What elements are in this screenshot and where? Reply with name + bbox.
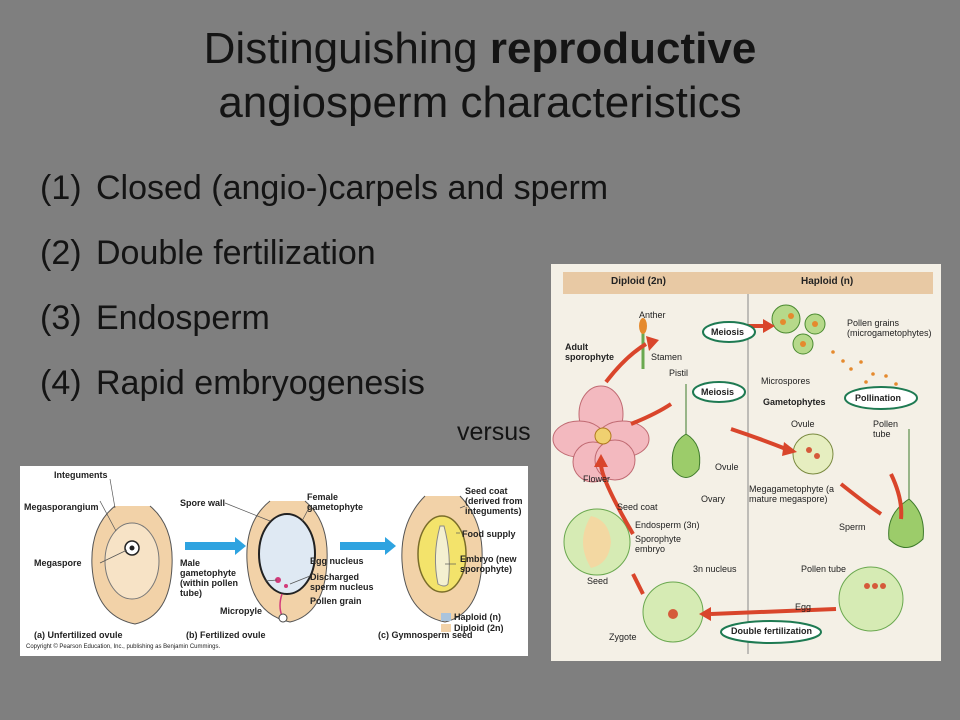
- label-stamen: Stamen: [651, 352, 683, 362]
- label-meiosis-1: Meiosis: [711, 327, 745, 337]
- bullet-text: Double fertilization: [96, 234, 376, 272]
- ovule-illustration: [91, 478, 483, 632]
- title-bold-word: reproductive: [489, 24, 757, 73]
- label-sperm: Sperm: [839, 522, 866, 532]
- bullet-text: Endosperm: [96, 299, 270, 337]
- label-integuments: Integuments: [54, 470, 108, 480]
- bullet-number: (3): [40, 299, 82, 337]
- label-discharged-sperm: Discharged sperm nucleus: [310, 572, 374, 592]
- bullet-item: (2) Double fertilization: [40, 233, 376, 273]
- label-pollination: Pollination: [855, 393, 901, 403]
- label-megasporangium: Megasporangium: [24, 502, 99, 512]
- life-cycle-illustration: [552, 272, 933, 654]
- caption-c: (c) Gymnosperm seed: [378, 630, 473, 640]
- label-3n-nucleus: 3n nucleus: [693, 564, 737, 574]
- bullet-number: (2): [40, 234, 82, 272]
- label-pollen-grain: Pollen grain: [310, 596, 362, 606]
- label-food-supply: Food supply: [462, 529, 516, 539]
- label-female-gametophyte: Female gametophyte: [307, 492, 364, 512]
- label-pollen-grains: Pollen grains (microgametophytes): [847, 318, 932, 338]
- title-line-1: Distinguishing reproductive: [0, 22, 960, 76]
- caption-b: (b) Fertilized ovule: [186, 630, 266, 640]
- legend-diploid: Diploid (2n): [454, 623, 504, 633]
- label-flower: Flower: [583, 474, 611, 484]
- label-micropyle: Micropyle: [220, 606, 263, 616]
- label-gametophytes: Gametophytes: [763, 397, 826, 407]
- label-ovary: Ovary: [701, 494, 726, 504]
- label-double-fertilization: Double fertilization: [731, 626, 812, 636]
- label-pistil: Pistil: [669, 368, 689, 378]
- label-spore-wall: Spore wall: [180, 498, 226, 508]
- copyright-text: Copyright © Pearson Education, Inc., pub…: [26, 644, 221, 650]
- label-microspores: Microspores: [761, 376, 811, 386]
- legend-haploid: Haploid (n): [454, 612, 501, 622]
- label-megagametophyte: Megagametophyte (a mature megaspore): [749, 484, 835, 504]
- bullet-text: Rapid embryogenesis: [96, 364, 425, 402]
- label-egg-nucleus: Egg nucleus: [310, 556, 364, 566]
- label-embryo: Embryo (new sporophyte): [460, 554, 517, 574]
- title-prefix: Distinguishing: [203, 24, 478, 73]
- bullet-number: (4): [40, 364, 82, 402]
- label-pollen-tube-2: Pollen tube: [801, 564, 847, 574]
- angiosperm-life-cycle-figure: Diploid (2n) Haploid (n) Anther Adult sp…: [551, 264, 941, 661]
- label-megaspore: Megaspore: [34, 558, 82, 568]
- bullet-text: Closed (angio-)carpels and sperm: [96, 169, 609, 207]
- label-zygote: Zygote: [609, 632, 637, 642]
- slide-title: Distinguishing reproductive angiosperm c…: [0, 22, 960, 130]
- label-male-gametophyte: Male gametophyte (within pollen tube): [180, 558, 238, 598]
- header-diploid: Diploid (2n): [611, 276, 666, 287]
- title-line-2: angiosperm characteristics: [218, 78, 742, 127]
- label-ovule-top: Ovule: [791, 419, 815, 429]
- label-anther: Anther: [639, 310, 666, 320]
- label-adult-sporophyte: Adult sporophyte: [565, 342, 615, 362]
- label-seed-coat-angio: Seed coat: [617, 502, 658, 512]
- gymnosperm-ovule-figure: Integuments Megasporangium Megaspore Spo…: [20, 466, 528, 656]
- bullet-item: (3) Endosperm: [40, 298, 270, 338]
- caption-a: (a) Unfertilized ovule: [34, 630, 123, 640]
- label-seed-coat: Seed coat (derived from integuments): [465, 486, 523, 516]
- versus-label: versus: [457, 418, 531, 446]
- label-pollen-tube-1: Pollen tube: [873, 419, 899, 439]
- label-seed: Seed: [587, 576, 609, 586]
- bullet-number: (1): [40, 169, 82, 207]
- bullet-item: (1) Closed (angio-)carpels and sperm: [40, 168, 608, 208]
- header-haploid: Haploid (n): [801, 276, 854, 287]
- label-meiosis-2: Meiosis: [701, 387, 735, 397]
- label-sporophyte-embryo: Sporophyte embryo: [635, 534, 682, 554]
- label-endosperm: Endosperm (3n): [635, 520, 700, 530]
- label-ovule: Ovule: [715, 462, 739, 472]
- bullet-item: (4) Rapid embryogenesis: [40, 363, 425, 403]
- label-egg: Egg: [795, 602, 812, 612]
